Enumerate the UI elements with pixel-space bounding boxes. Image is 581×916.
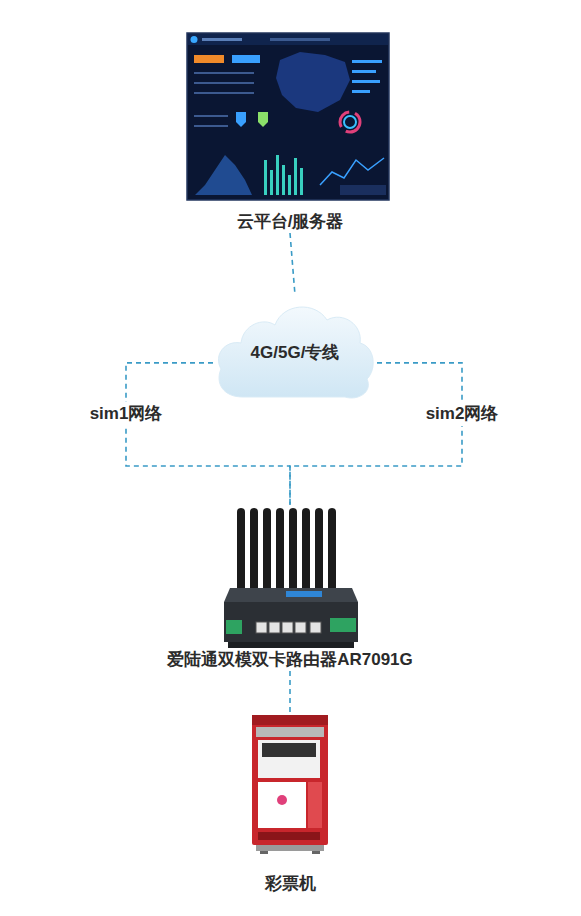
kiosk-panel: [258, 782, 306, 828]
screen-bar: [352, 90, 370, 93]
screen-title-bar: [202, 38, 242, 41]
kiosk-frame: [256, 727, 324, 737]
kiosk-foot: [260, 851, 268, 854]
router-antenna: [328, 508, 336, 592]
screen-frame: [187, 33, 389, 200]
kiosk-foot: [312, 851, 320, 854]
router-top: [224, 588, 358, 602]
router-terminal: [330, 618, 356, 632]
router-node: 爱陆通双模双卡路由器AR7091G: [145, 505, 435, 671]
router-antenna: [302, 508, 310, 592]
screen-bar-chart: [294, 158, 297, 195]
node-label: 4G/5G/专线: [251, 342, 340, 364]
kiosk-ad: [262, 743, 316, 757]
screen-bar-chart: [270, 170, 273, 195]
screen-shield: [258, 112, 268, 127]
screen-ring: [340, 112, 360, 132]
screen-logo: [191, 36, 198, 43]
network-cloud: 4G/5G/专线: [213, 295, 377, 410]
screen-bar: [352, 70, 376, 73]
router-antenna: [237, 508, 245, 592]
screen-line-chart: [320, 158, 384, 185]
kiosk-header: [252, 715, 328, 725]
router-label-plate: [286, 591, 322, 597]
cloud-outline: [218, 307, 373, 398]
kiosk-screen: [258, 740, 320, 778]
screen-shield: [236, 112, 246, 127]
edge-label: sim1网络: [86, 402, 167, 426]
screen-bar-chart: [300, 168, 303, 195]
router-antenna: [263, 508, 271, 592]
kiosk-stand: [256, 845, 324, 851]
kiosk-body: [252, 715, 328, 845]
screen-header: [188, 34, 388, 45]
screen-ring: [344, 116, 356, 128]
kiosk-side-panel: [308, 782, 322, 828]
edge-label: sim2网络: [422, 402, 503, 426]
router-base: [228, 642, 354, 648]
screen-tag: [340, 185, 386, 195]
router-port: [295, 622, 306, 633]
screen-row: [194, 92, 254, 94]
screen-row: [194, 82, 254, 84]
screen-bar-chart: [276, 155, 279, 195]
router-antenna: [315, 508, 323, 592]
screen-row: [194, 125, 228, 127]
screen-bar-chart: [264, 160, 267, 195]
router-terminal: [226, 620, 242, 634]
node-label: 云平台/服务器: [237, 211, 344, 233]
router-port: [256, 622, 267, 633]
screen-bar-chart: [288, 175, 291, 195]
router-antenna: [289, 508, 297, 592]
node-label: 爱陆通双模双卡路由器AR7091G: [167, 649, 413, 671]
router-port: [269, 622, 280, 633]
router-port: [310, 622, 321, 633]
router-port: [282, 622, 293, 633]
screen-bar-chart: [282, 165, 285, 195]
node-label: 彩票机: [265, 873, 316, 895]
screen-map: [276, 52, 350, 112]
screen-bar: [352, 60, 382, 63]
screen-area-chart: [195, 155, 252, 195]
server-node: 云平台/服务器: [185, 30, 395, 233]
screen-menu-bar: [270, 38, 330, 41]
screen-digits: [194, 55, 224, 63]
screen-bar: [352, 80, 380, 83]
kiosk-logo: [277, 795, 287, 805]
router-front: [224, 602, 358, 642]
router-antenna: [276, 508, 284, 592]
screen-row: [194, 72, 254, 74]
dashed-connector: [289, 671, 291, 712]
router-antenna: [250, 508, 258, 592]
screen-digits: [232, 55, 260, 63]
screen-row: [194, 115, 228, 117]
dashed-connector: [290, 233, 295, 295]
kiosk-slot: [258, 832, 320, 840]
lottery-machine-node: 彩票机: [240, 712, 340, 895]
